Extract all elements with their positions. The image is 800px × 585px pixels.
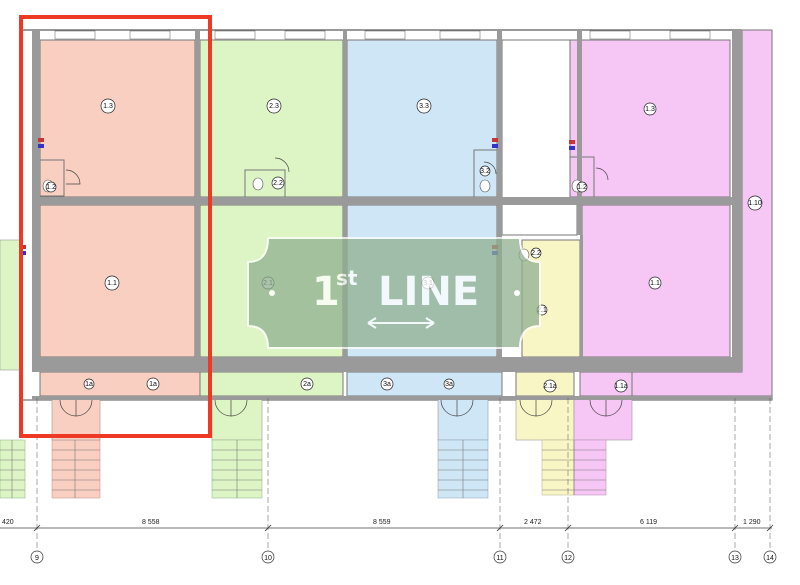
room-label-r1_3: 1.3 xyxy=(103,103,113,110)
dim-2472: 2 472 xyxy=(524,519,542,526)
room-label-r1a2: 1a xyxy=(149,381,157,388)
room-tag-circle xyxy=(416,98,432,114)
door-swings xyxy=(59,157,623,417)
room-tag-circle xyxy=(479,165,491,177)
axis-lines xyxy=(36,398,771,548)
room-label-r2_1a: 2.1a xyxy=(543,383,557,390)
room-tag-circle xyxy=(146,377,160,391)
unit1-room-1-3[interactable] xyxy=(39,39,196,198)
dim-1290: 1 290 xyxy=(743,519,761,526)
room-label-r2_1b: 2.1 xyxy=(537,307,547,314)
unit3-vestibule[interactable] xyxy=(346,371,503,397)
room-tag-circle xyxy=(83,378,95,390)
axis-10: 10 xyxy=(264,555,272,562)
room-tag-circle xyxy=(576,181,588,193)
unit5-porch xyxy=(573,397,633,441)
axis-11: 11 xyxy=(496,555,503,562)
room-tag-circle xyxy=(104,275,120,291)
axis-12: 12 xyxy=(564,555,572,562)
axis-markers xyxy=(30,550,777,564)
dimension-ticks xyxy=(33,524,774,532)
unit5-stairs xyxy=(573,439,607,496)
unit5-room-1-3[interactable] xyxy=(569,39,731,198)
room-tag-circle xyxy=(543,379,557,393)
room-tag-circle xyxy=(747,195,763,211)
room-label-rp1_1a: 1.1a xyxy=(614,383,628,390)
room-tag-circle xyxy=(45,181,57,193)
unit4-stairs xyxy=(541,439,575,496)
unit3-porch xyxy=(437,397,489,441)
room-label-r2_2: 2.2 xyxy=(273,180,283,187)
unit2-vestibule[interactable] xyxy=(199,371,344,397)
room-tag-circle xyxy=(266,98,282,114)
dim-8558: 8 558 xyxy=(142,519,160,526)
room-label-r3a2: 3a xyxy=(445,381,453,388)
room-label-r1_1: 1.1 xyxy=(107,280,117,287)
axis-14: 14 xyxy=(766,555,774,562)
room-label-rp1_3: 1.3 xyxy=(645,106,655,113)
room-label-rp1_2: 1.2 xyxy=(577,184,587,191)
room-label-r1a: 1a xyxy=(85,381,93,388)
selection-highlight xyxy=(19,15,212,438)
room-tag-circle xyxy=(271,176,285,190)
room-label-r3_2: 3.2 xyxy=(480,168,490,175)
axis-13: 13 xyxy=(731,555,739,562)
unit1-vestibule[interactable] xyxy=(39,371,201,397)
room-label-r1_2: 1.2 xyxy=(46,184,56,191)
unit1-stairs xyxy=(51,439,101,499)
room-tag-circle xyxy=(643,102,657,116)
unit4-porch xyxy=(515,397,575,441)
unit3-room-3-3[interactable] xyxy=(346,39,498,198)
watermark-logo: 1 st LINE xyxy=(247,237,541,349)
room-label-rp1_10: 1.10 xyxy=(748,200,762,207)
unit0-left-stairs xyxy=(0,439,26,499)
room-label-r2a: 2a xyxy=(303,381,311,388)
room-tag-circle xyxy=(100,98,116,114)
unit2-porch xyxy=(211,397,263,441)
room-tag-circle xyxy=(300,377,314,391)
unit0-left-room xyxy=(0,239,21,371)
axis-9: 9 xyxy=(35,555,39,562)
watermark-rest: LINE xyxy=(378,269,479,315)
dim-420: 420 xyxy=(2,519,14,526)
room-label-r3_3: 3.3 xyxy=(419,103,429,110)
room-tag-circle xyxy=(614,379,628,393)
stair-treads xyxy=(0,440,606,498)
watermark-sup: st xyxy=(336,266,358,290)
top-windows xyxy=(54,30,711,40)
room-label-r2_3: 2.3 xyxy=(269,103,279,110)
dim-8559: 8 559 xyxy=(373,519,391,526)
room-tag-circle xyxy=(443,378,455,390)
room-tag-circle xyxy=(648,276,662,290)
corridor xyxy=(501,39,578,236)
room-label-r2_2b: 2.2 xyxy=(531,250,541,257)
room-label-rp1_1: 1.1 xyxy=(650,280,660,287)
room-tag-circle xyxy=(530,247,542,259)
watermark-main: 1 xyxy=(312,269,340,315)
dim-6119: 6 119 xyxy=(640,519,657,526)
room-tag-circle xyxy=(380,377,394,391)
room-label-r3a: 3a xyxy=(383,381,391,388)
